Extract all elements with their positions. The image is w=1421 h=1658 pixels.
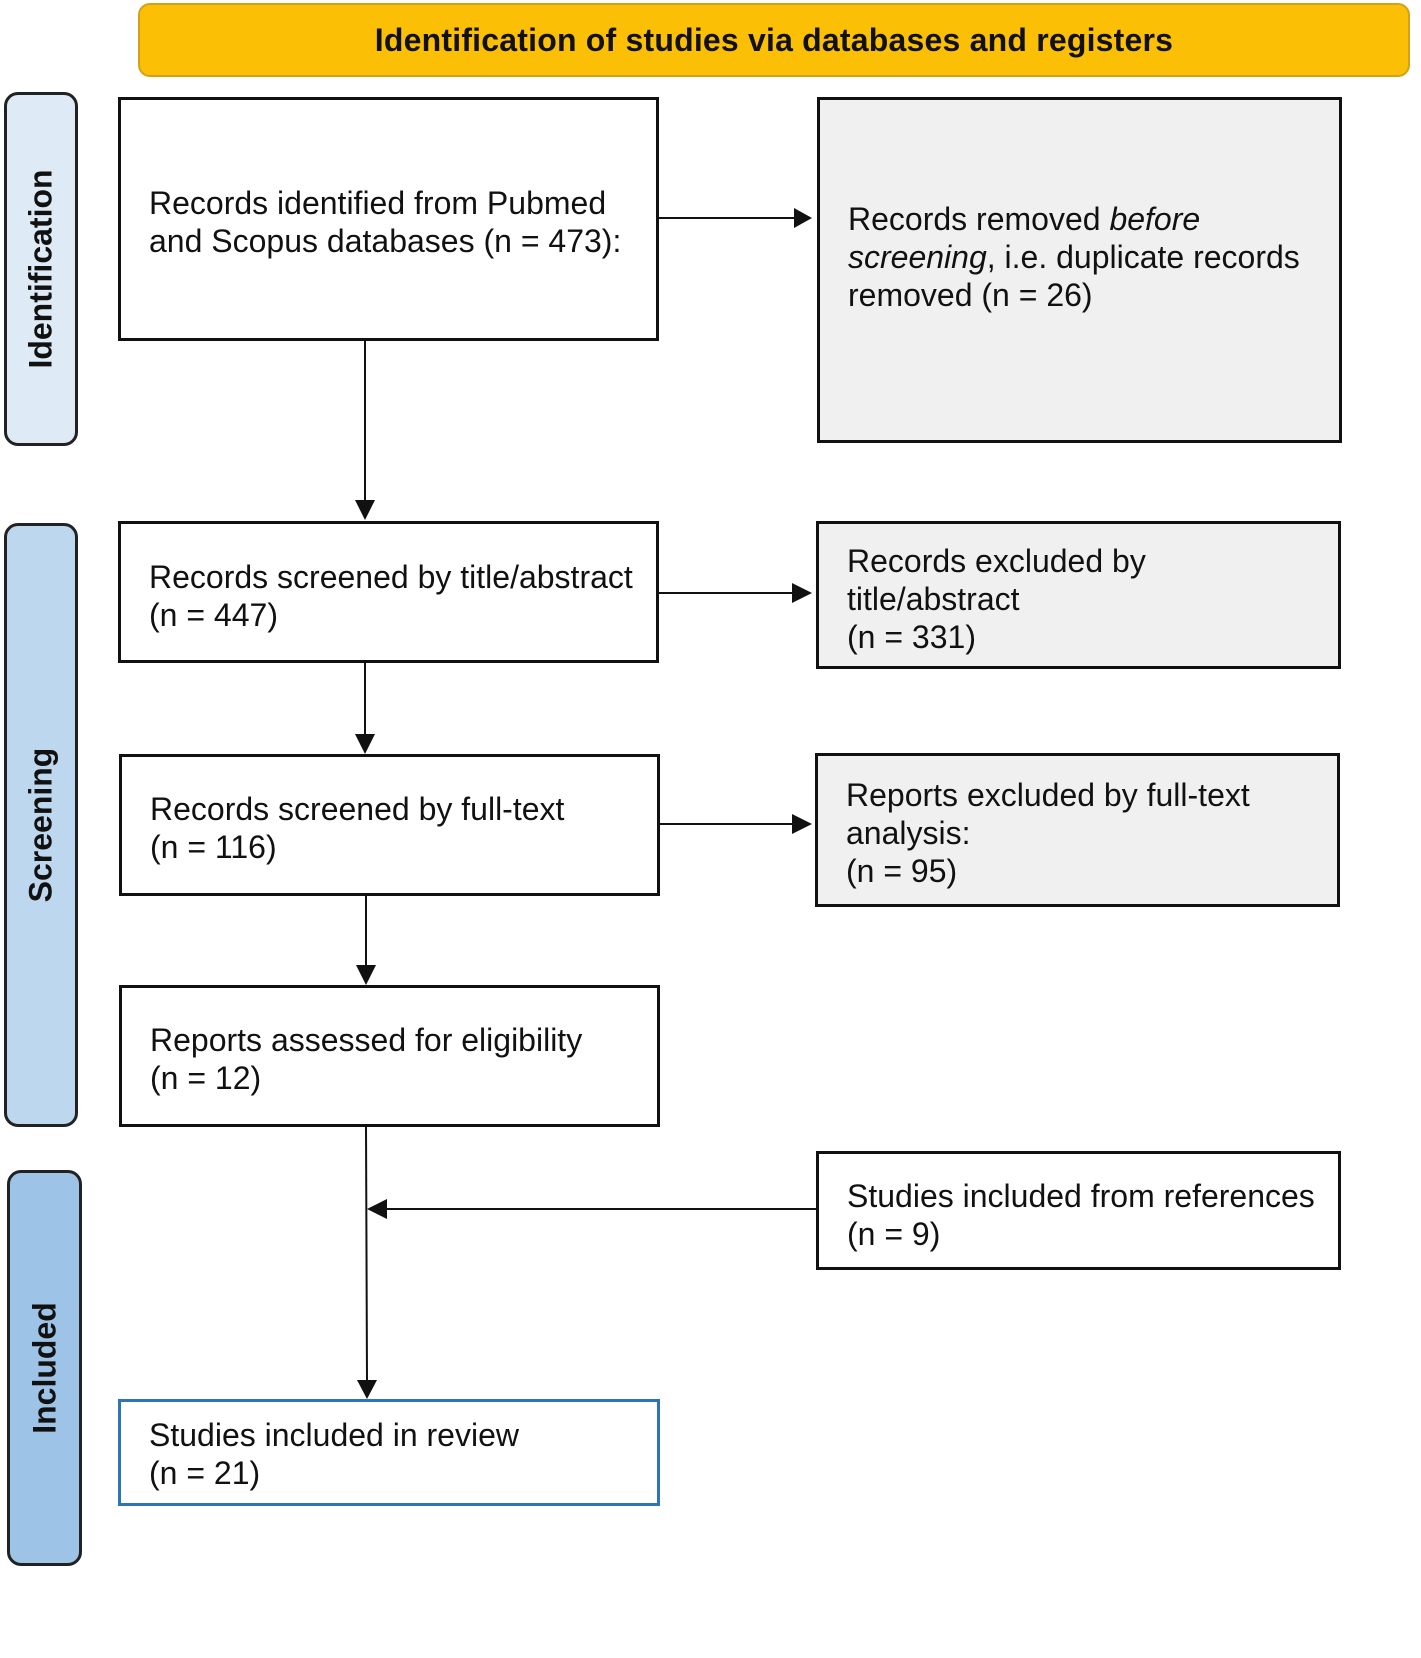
arrowhead-fulltext [355, 734, 375, 754]
records-identified-line-2: and Scopus databases (n = 473): [149, 223, 622, 259]
records-removed-line-1: Records removed before [848, 200, 1319, 238]
excluded-fulltext-line-3: (n = 95) [846, 853, 958, 889]
box-screened-fulltext: Records screened by full-text (n = 116) [119, 754, 660, 896]
arrowhead-excluded-title [792, 583, 812, 603]
records-removed-prefix: Records removed [848, 201, 1110, 237]
included-review-line-2: (n = 21) [149, 1455, 261, 1491]
arrowhead-excluded-fulltext [792, 814, 812, 834]
records-identified-line-1: Records identified from Pubmed [149, 185, 607, 221]
included-review-line-1: Studies included in review [149, 1417, 519, 1453]
box-from-references: Studies included from references (n = 9) [816, 1151, 1341, 1270]
arrowhead-assessed [356, 965, 376, 985]
excluded-title-line-1: Records excluded by [847, 543, 1146, 579]
screened-fulltext-line-1: Records screened by full-text [150, 791, 565, 827]
header-banner: Identification of studies via databases … [138, 3, 1410, 77]
screened-title-line-2: (n = 447) [149, 597, 278, 633]
records-removed-line-2: screening, i.e. duplicate records [848, 238, 1319, 276]
box-screened-title: Records screened by title/abstract (n = … [118, 521, 659, 663]
records-removed-italic-screening: screening [848, 239, 987, 275]
records-removed-italic-before: before [1109, 201, 1201, 237]
box-records-identified: Records identified from Pubmed and Scopu… [118, 97, 659, 341]
screened-fulltext-line-2: (n = 116) [150, 829, 277, 865]
screened-title-line-1: Records screened by title/abstract [149, 559, 633, 595]
excluded-fulltext-line-1: Reports excluded by full-text [846, 777, 1250, 813]
box-included-review: Studies included in review (n = 21) [118, 1399, 660, 1506]
from-references-line-1: Studies included from references [847, 1178, 1315, 1214]
box-excluded-fulltext: Reports excluded by full-text analysis: … [815, 753, 1340, 907]
records-removed-line-3: removed (n = 26) [848, 277, 1093, 313]
excluded-title-line-3: (n = 331) [847, 619, 976, 655]
box-records-removed: Records removed before screening, i.e. d… [817, 97, 1342, 443]
assessed-line-1: Reports assessed for eligibility [150, 1022, 583, 1058]
assessed-line-2: (n = 12) [150, 1060, 262, 1096]
arrowhead-references [367, 1199, 387, 1219]
excluded-title-line-2: title/abstract [847, 581, 1020, 617]
phase-included: Included [7, 1170, 82, 1566]
phase-identification: Identification [4, 92, 78, 446]
header-title: Identification of studies via databases … [374, 21, 1174, 58]
box-excluded-title: Records excluded by title/abstract (n = … [816, 521, 1341, 669]
from-references-line-2: (n = 9) [847, 1216, 941, 1252]
arrow-assessed-to-included [365, 1125, 368, 1383]
arrowhead-screened-title [355, 500, 375, 520]
arrowhead-included [357, 1380, 377, 1399]
arrowhead-removed [794, 208, 812, 228]
box-assessed-eligibility: Reports assessed for eligibility (n = 12… [119, 985, 660, 1127]
records-removed-suffix: , i.e. duplicate records [986, 239, 1300, 275]
excluded-fulltext-line-2: analysis: [846, 815, 971, 851]
phase-screening: Screening [4, 523, 78, 1127]
